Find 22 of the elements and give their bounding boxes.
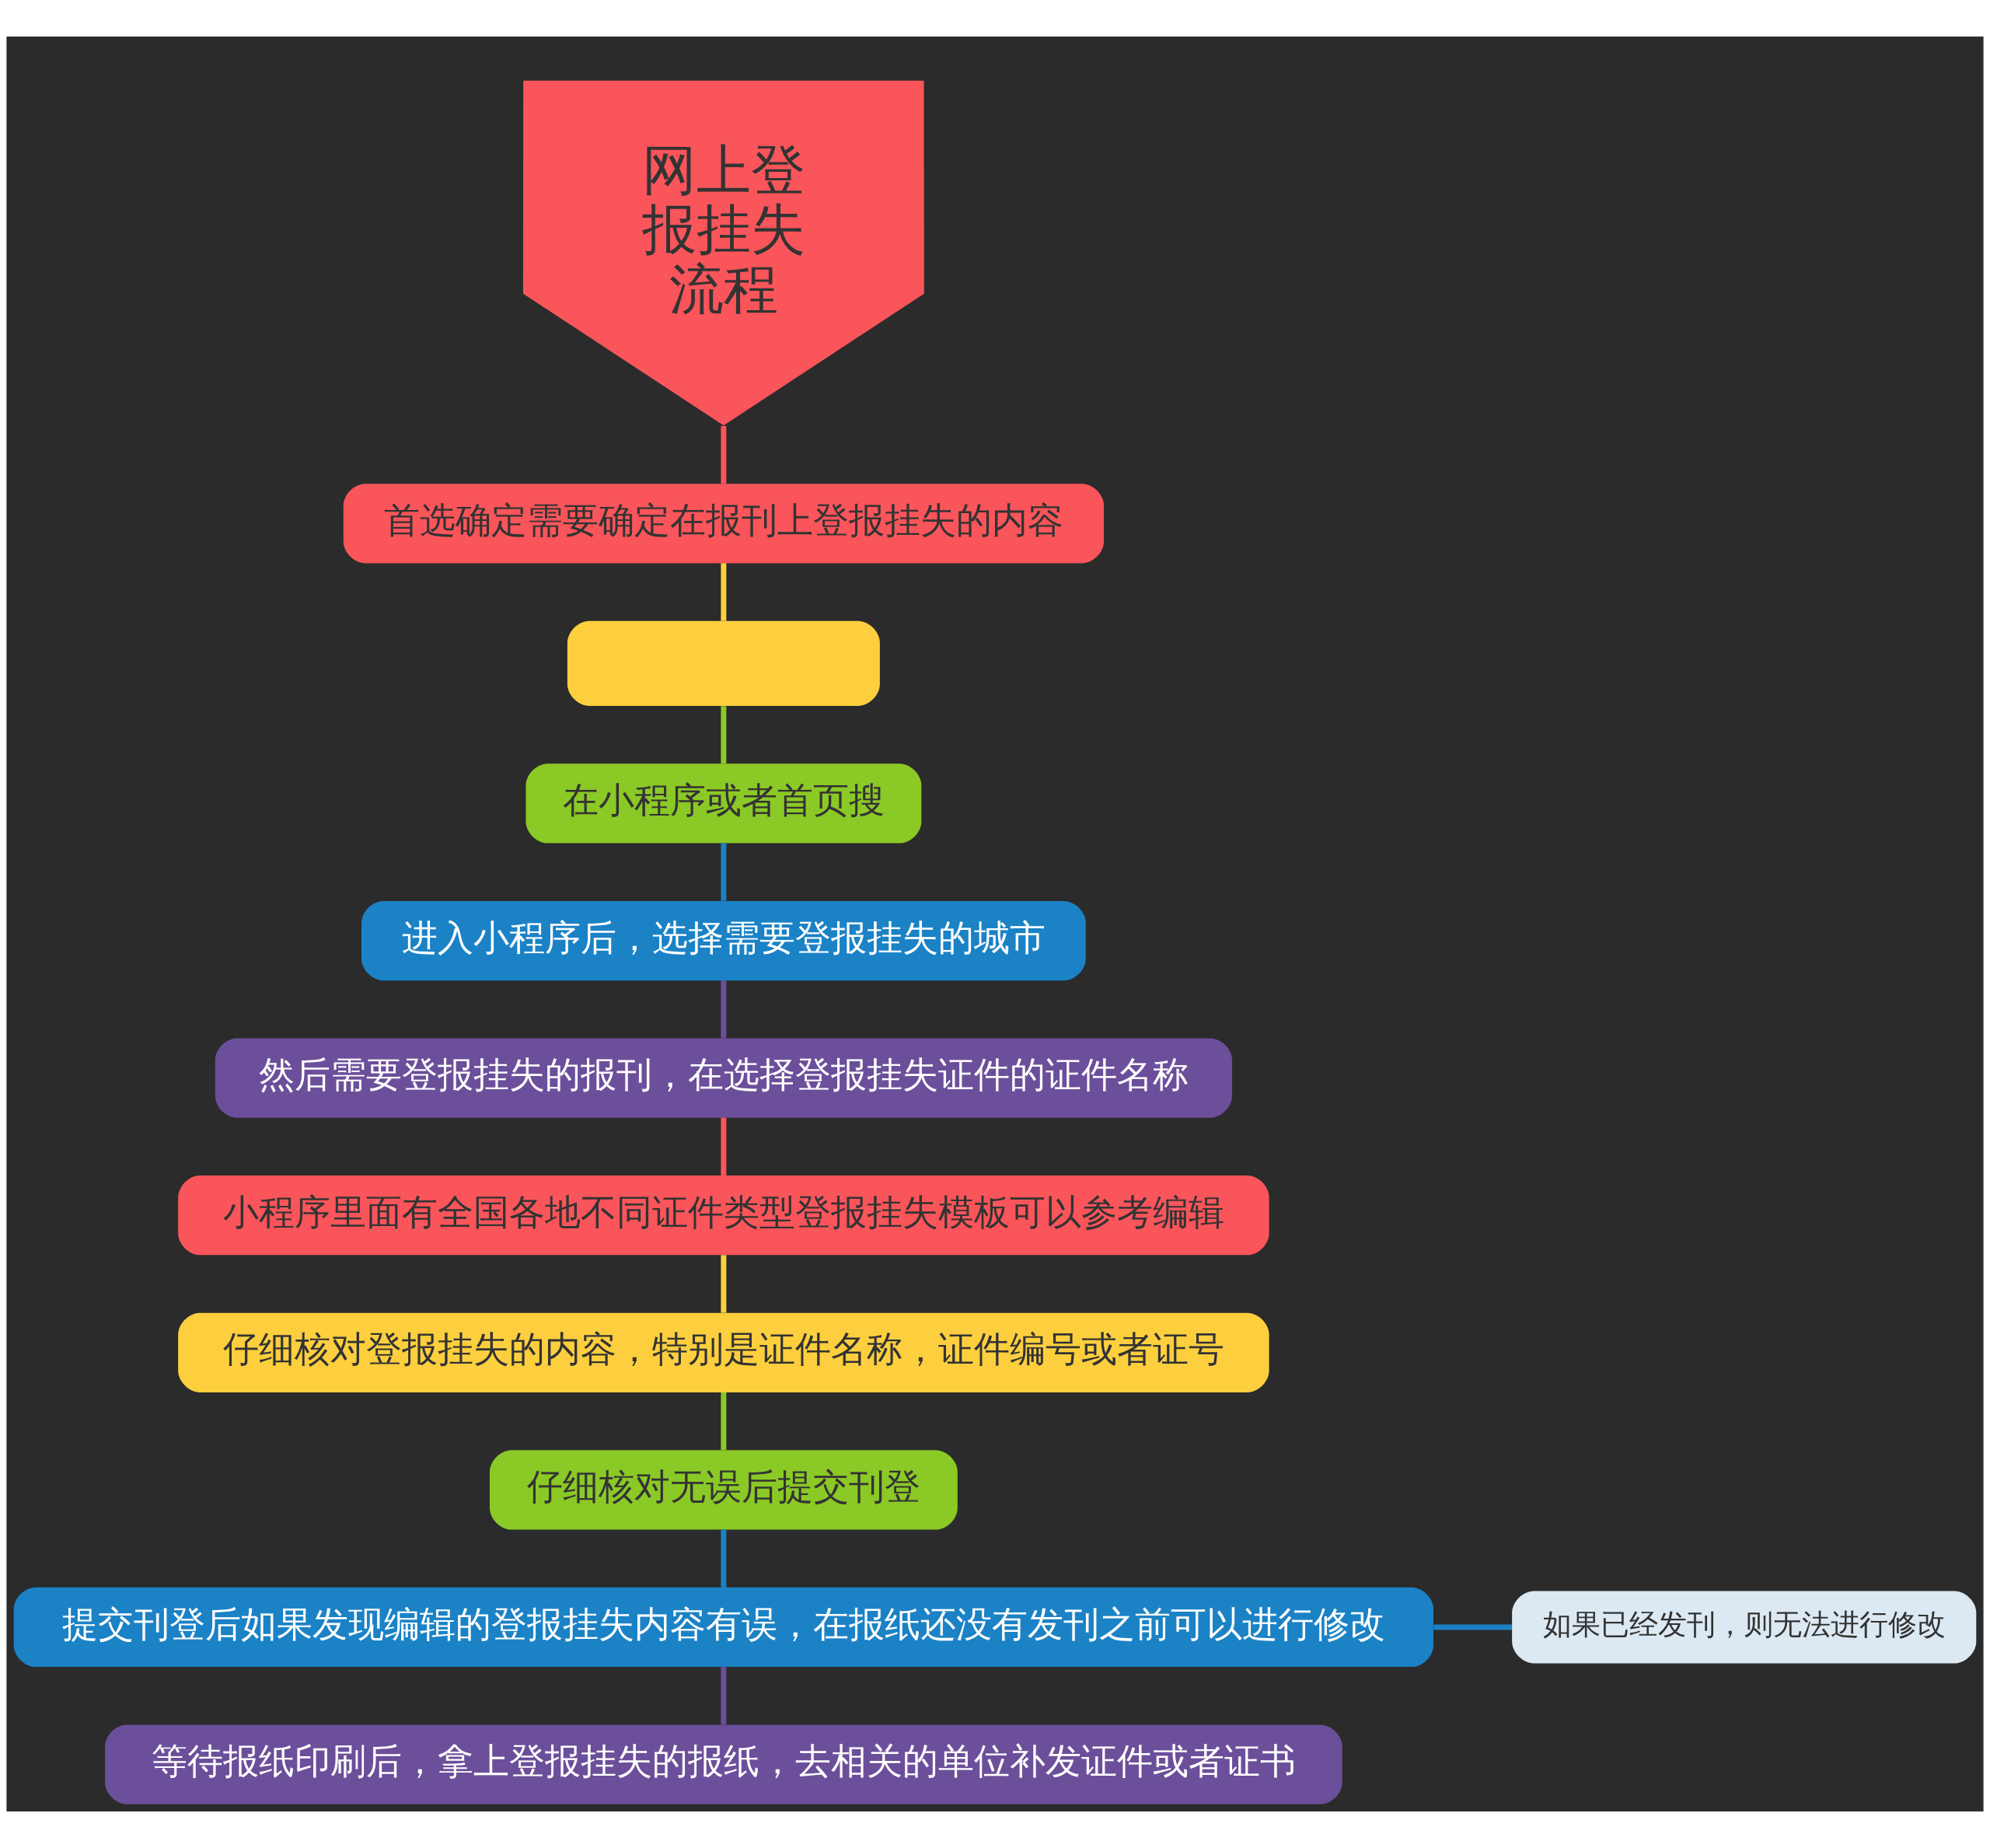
node-box: 如果已经发刊，则无法进行修改 [1512, 1591, 1977, 1664]
connector [721, 563, 727, 621]
node-box: 进入小程序后，选择需要登报挂失的城市 [361, 900, 1086, 981]
node-box: 小程序里面有全国各地不同证件类型登报挂失模板可以参考编辑 [178, 1176, 1269, 1256]
node-box: 首选确定需要确定在报刊上登报挂失的内容 [343, 484, 1104, 564]
connector [721, 843, 727, 901]
node-box [567, 620, 880, 706]
connector [721, 980, 727, 1039]
node-box: 然后需要登报挂失的报刊，在选择登报挂失证件的证件名称 [215, 1038, 1232, 1118]
connector [721, 1392, 727, 1451]
node-box: 仔细核对登报挂失的内容，特别是证件名称，证件编号或者证号 [178, 1312, 1269, 1392]
node-box: 提交刊登后如果发现编辑的登报挂失内容有误，在报纸还没有发刊之前可以进行修改 [13, 1587, 1434, 1668]
node-box: 仔细核对无误后提交刊登 [489, 1450, 958, 1530]
connector [721, 1667, 727, 1725]
node-box: 在小程序或者首页搜 [525, 763, 922, 844]
connector [721, 1255, 727, 1313]
connector [721, 706, 727, 764]
node-box: 等待报纸印刷后，拿上登报挂失的报纸，去相关的单位补发证件或者证书 [105, 1724, 1342, 1804]
connector [1433, 1624, 1512, 1630]
connector [721, 1529, 727, 1588]
connector [721, 1117, 727, 1176]
connector [721, 425, 727, 484]
